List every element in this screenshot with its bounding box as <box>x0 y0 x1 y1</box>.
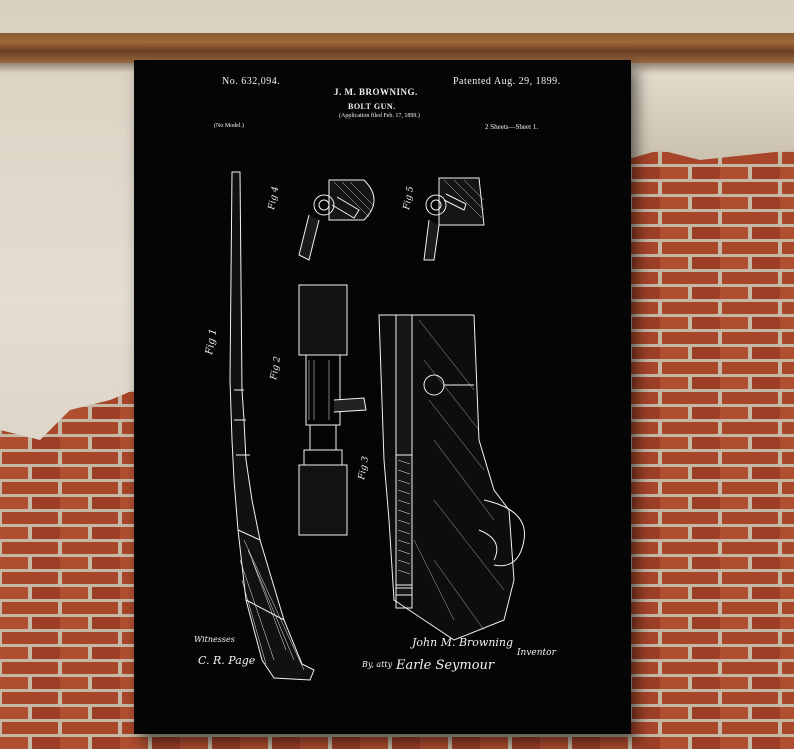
fig5-detail: Fig 5 <box>402 177 485 261</box>
witnesses-label: Witnesses <box>194 635 235 644</box>
patented-date: Patented Aug. 29, 1899. <box>453 76 561 87</box>
attorney-prefix: By, atty <box>362 660 393 669</box>
fig3-label: Fig 3 <box>357 455 371 481</box>
patent-drawing: Fig 1 Fig 4 <box>204 171 525 681</box>
sheets-note: 2 Sheets—Sheet 1. <box>485 123 539 131</box>
fig1-rifle: Fig 1 <box>204 171 315 681</box>
fig3-action: Fig 3 <box>357 314 525 641</box>
witness-signature: C. R. Page <box>198 654 256 667</box>
fig4-detail: Fig 4 <box>267 179 375 261</box>
inventor-role: Inventor <box>517 648 556 658</box>
attorney-signature: Earle Seymour <box>396 658 495 673</box>
model-note: (No Model.) <box>214 123 244 129</box>
patent-title: BOLT GUN. <box>348 102 396 111</box>
rusty-beam <box>0 33 794 63</box>
patent-number: No. 632,094. <box>222 76 281 87</box>
fig2-detail: Fig 2 <box>269 284 367 536</box>
application-date: (Application filed Feb. 17, 1899.) <box>339 113 420 119</box>
fig1-label: Fig 1 <box>204 328 220 357</box>
fig4-label: Fig 4 <box>267 185 281 211</box>
fig5-label: Fig 5 <box>402 185 416 211</box>
inventor-signature: John M. Browning <box>412 636 514 649</box>
inventor-name: J. M. BROWNING. <box>334 87 418 97</box>
fig2-label: Fig 2 <box>269 355 283 381</box>
patent-poster: No. 632,094. Patented Aug. 29, 1899. J. … <box>134 60 631 734</box>
